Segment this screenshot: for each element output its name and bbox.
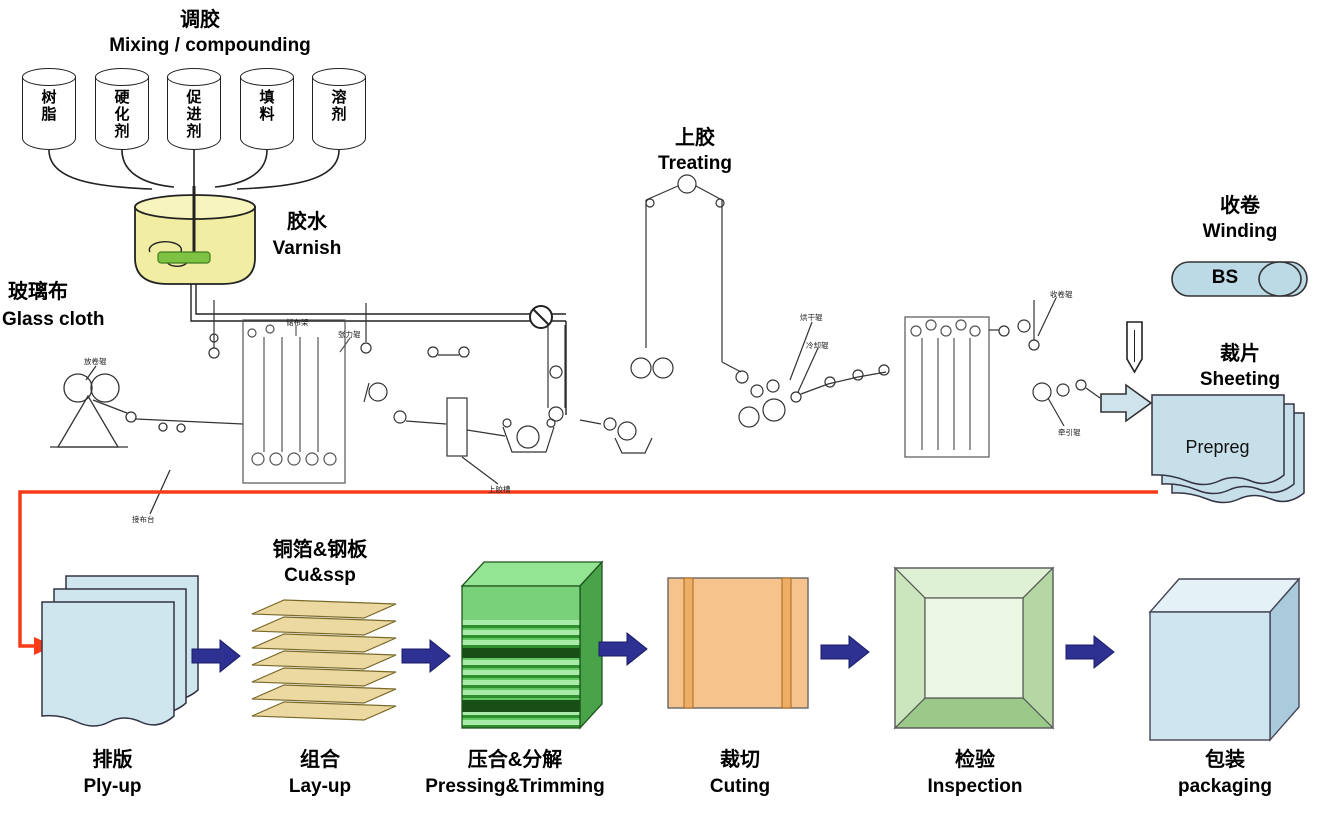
winding-label-en: Winding — [1202, 221, 1278, 242]
accumulator-1 — [242, 319, 351, 484]
arrow-icon — [598, 631, 648, 667]
winding-label-cn: 收卷 — [1220, 195, 1260, 217]
ingredient-tank-resin: 树脂 — [22, 68, 76, 150]
accumulator-2 — [904, 316, 990, 458]
tank-body-icon — [240, 77, 294, 150]
mixing-title-cn: 调胶 — [180, 9, 220, 31]
step-cutting-en: Cuting — [709, 776, 771, 797]
arrow-icon — [401, 638, 451, 674]
sheeting-label-cn: 裁片 — [1220, 343, 1260, 365]
glass-cloth-label-en: Glass cloth — [2, 309, 105, 330]
stirrer-blade-icon — [157, 251, 211, 264]
tank-lid-icon — [22, 68, 76, 86]
arrow-icon — [191, 638, 241, 674]
flow-arrows — [191, 631, 1115, 674]
ingredient-tank-accelerator: 促进剂 — [167, 68, 221, 150]
step-plyup-en: Ply-up — [83, 776, 142, 797]
tank-body-icon — [95, 77, 149, 150]
materials-label-en: Cu&ssp — [284, 565, 356, 586]
step-plyup-cn: 排版 — [92, 749, 133, 771]
tank-body-icon — [167, 77, 221, 150]
step-pressing-cn: 压合&分解 — [467, 749, 563, 771]
ingredient-tank-hardener: 硬化剂 — [95, 68, 149, 150]
layup-stack — [251, 599, 397, 721]
varnish-label-cn: 胶水 — [287, 211, 327, 233]
exit-rollers — [735, 321, 890, 428]
winding-roll — [1171, 261, 1308, 297]
coating-section — [360, 303, 566, 485]
treating-label-cn: 上胶 — [675, 127, 715, 149]
tank-body-icon — [22, 77, 76, 150]
machine-part-label: 收卷辊 — [1050, 290, 1073, 299]
step-inspection-cn: 检验 — [955, 749, 995, 771]
inspection-frame — [893, 566, 1055, 730]
tank-label: 树脂 — [41, 89, 57, 123]
step-inspection-en: Inspection — [927, 776, 1023, 797]
tank-label: 填料 — [259, 89, 275, 123]
tank-lid-icon — [167, 68, 221, 86]
machine-part-label: 接布台 — [132, 515, 155, 524]
arrow-icon — [1065, 634, 1115, 670]
infeed-roller — [208, 300, 220, 359]
ingredient-tank-filler: 填料 — [240, 68, 294, 150]
tank-label: 促进剂 — [186, 89, 202, 140]
machine-part-label: 上胶槽 — [488, 485, 511, 494]
sheeting-arrow-icon — [1100, 383, 1153, 423]
ingredient-tank-solvent: 溶剂 — [312, 68, 366, 150]
varnish-pipe — [190, 284, 567, 415]
tank-body-icon — [312, 77, 366, 150]
treating-tower — [579, 174, 742, 454]
machine-part-label: 冷却辊 — [806, 341, 829, 350]
mixing-title-en: Mixing / compounding — [109, 35, 311, 56]
machine-part-label: 牵引辊 — [1058, 428, 1081, 437]
varnish-tank — [134, 188, 256, 285]
glass-cloth-unwinder — [50, 365, 244, 515]
prepreg-sheet-label: Prepreg — [1185, 437, 1250, 457]
varnish-label-en: Varnish — [272, 238, 342, 259]
tank-lid-icon — [95, 68, 149, 86]
treating-label-en: Treating — [658, 153, 732, 174]
step-cutting-cn: 裁切 — [720, 749, 760, 771]
materials-label-cn: 铜箔&钢板 — [272, 539, 368, 561]
step-packaging-cn: 包装 — [1205, 749, 1245, 771]
step-pressing-en: Pressing&Trimming — [425, 776, 605, 797]
sheeting-label-en: Sheeting — [1199, 369, 1281, 390]
machine-part-label: 放卷辊 — [84, 357, 107, 366]
tank-lid-icon — [240, 68, 294, 86]
machine-part-label: 储布架 — [286, 318, 309, 327]
step-packaging-en: packaging — [1178, 776, 1272, 797]
arrow-icon — [820, 634, 870, 670]
prepreg-sheets — [1151, 394, 1305, 504]
glass-cloth-label-cn: 玻璃布 — [8, 281, 68, 303]
step-layup-cn: 组合 — [300, 749, 340, 771]
tank-lid-icon — [312, 68, 366, 86]
plyup-sheets — [41, 575, 199, 727]
winding-roll-label: BS — [1211, 267, 1239, 288]
tank-label: 硬化剂 — [114, 89, 130, 140]
machine-part-label: 张力辊 — [338, 330, 361, 339]
outfeed-rollers — [989, 297, 1101, 427]
step-layup-en: Lay-up — [288, 776, 352, 797]
machine-part-label: 烘干辊 — [800, 313, 823, 322]
tank-label: 溶剂 — [331, 89, 347, 123]
cutting-panel — [667, 577, 809, 709]
pressing-stack — [460, 560, 604, 730]
packaging-box — [1148, 577, 1301, 742]
cutting-blade-icon — [1126, 321, 1143, 374]
